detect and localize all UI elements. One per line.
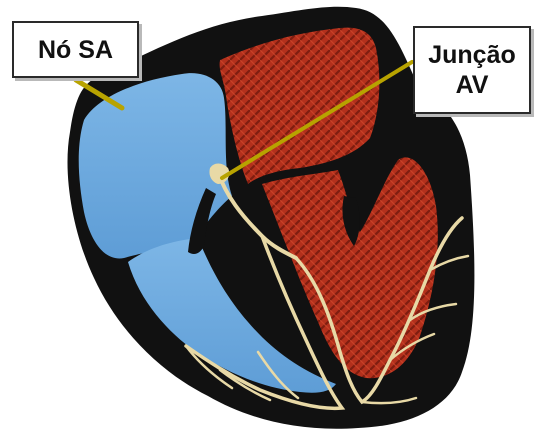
sa-node-label: Nó SA [12,21,139,78]
av-junction-label-line2: AV [456,70,489,100]
av-junction-label: Junção AV [413,26,531,114]
av-junction-label-line1: Junção [428,40,516,70]
sa-node-label-text: Nó SA [38,35,113,65]
